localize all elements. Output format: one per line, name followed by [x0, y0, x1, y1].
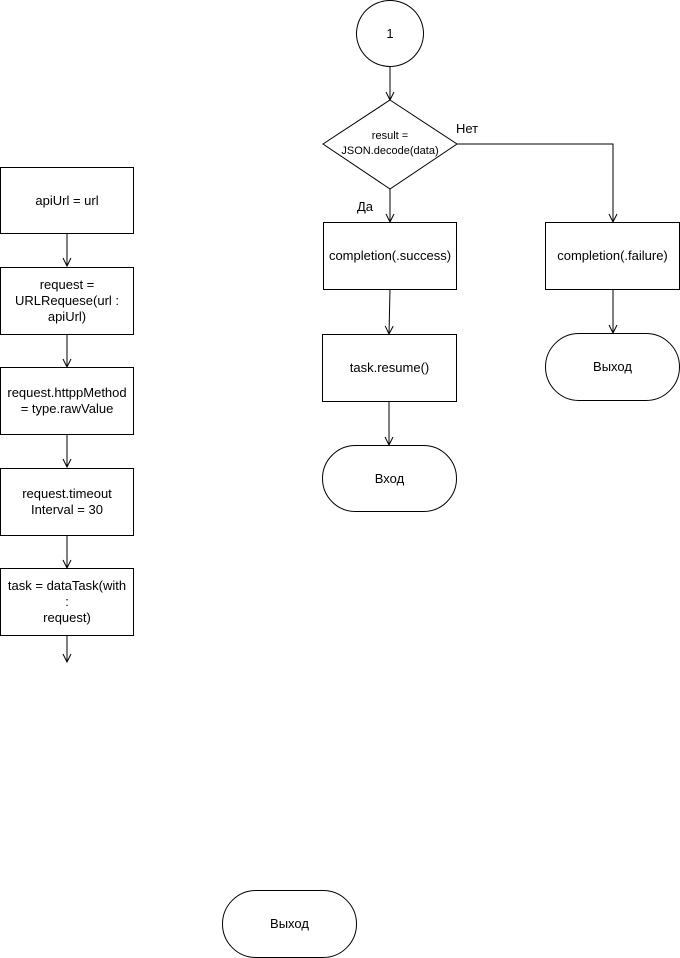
- terminal-exit-bottom: Выход: [222, 890, 357, 958]
- arrow-success-resume: [389, 288, 390, 334]
- completion-failure: completion(.failure): [545, 222, 680, 290]
- step-http-method: request.httppMethod = type.rawValue: [0, 367, 134, 435]
- connector-circle: 1: [356, 0, 424, 67]
- decision-label: result = JSON.decode(data): [341, 130, 439, 157]
- branch-label-yes: Да: [357, 199, 374, 214]
- terminal-exit-right: Выход: [545, 333, 680, 401]
- step-url-request: request = URLRequese(url : apiUrl): [0, 267, 134, 335]
- step-api-url: apiUrl = url: [0, 167, 134, 234]
- completion-success: completion(.success): [323, 222, 457, 290]
- terminal-enter: Вход: [322, 445, 457, 512]
- task-resume: task.resume(): [322, 334, 457, 402]
- step-data-task: task = dataTask(with : request): [0, 568, 134, 636]
- branch-label-no: Нет: [456, 121, 479, 136]
- step-timeout: request.timeout Interval = 30: [0, 468, 134, 536]
- decision-diamond: [322, 99, 458, 190]
- arrow-decision-failure: [457, 143, 613, 222]
